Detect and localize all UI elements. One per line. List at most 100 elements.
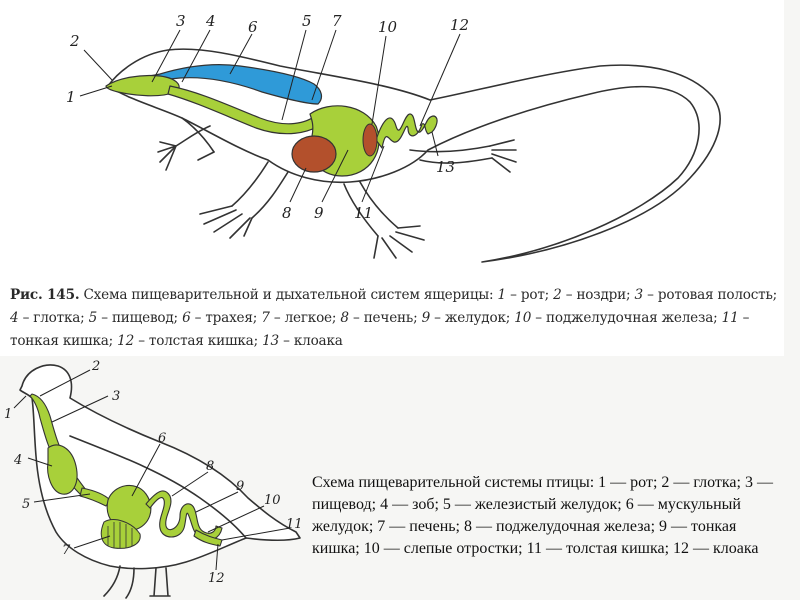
- bird-label-12: 12: [208, 571, 225, 586]
- lizard-diagram: 1 2 3 4 6 5 7 10 12 13 8 9 11: [66, 12, 721, 263]
- lizard-leader-4: [181, 29, 211, 83]
- bird-crop: [47, 444, 78, 495]
- lizard-caption-item-text: – толстая кишка;: [134, 333, 263, 349]
- lizard-caption-fig-number: Рис. 145.: [10, 287, 80, 303]
- lizard-trachea: [111, 64, 323, 105]
- lizard-leader-12: [419, 33, 461, 127]
- bird-leg-right: [149, 567, 171, 597]
- lizard-front-leg: [175, 117, 215, 153]
- lizard-hind-leg-2: [343, 181, 399, 237]
- bird-leader-7: [73, 535, 111, 549]
- lizard-small-intestine: [375, 113, 438, 149]
- lizard-caption-item-num: 5: [88, 310, 98, 326]
- lizard-leader-10: [371, 35, 387, 125]
- bird-leader-11: [221, 527, 291, 541]
- lizard-caption-item-num: 10: [514, 310, 532, 326]
- lizard-caption-item-text: – тонкая кишка;: [10, 310, 750, 349]
- lizard-caption-item-text: – глотка;: [18, 310, 89, 326]
- lizard-hind-leg: [409, 145, 493, 164]
- bird-label-2: 2: [91, 359, 100, 374]
- lizard-caption-item-num: 9: [421, 310, 431, 326]
- lizard-caption-title: Схема пищеварительной и дыхательной сист…: [79, 287, 498, 303]
- bird-leader-12: [215, 543, 219, 571]
- bird-leader-8: [171, 471, 209, 497]
- bird-label-5: 5: [22, 497, 30, 512]
- lizard-caption-item-text: – желудок;: [430, 310, 515, 326]
- lizard-body-outline: [107, 48, 721, 263]
- lizard-label-3: 3: [176, 12, 186, 30]
- bird-label-11: 11: [286, 517, 303, 532]
- bird-label-6: 6: [158, 431, 166, 446]
- bird-label-8: 8: [206, 459, 214, 474]
- bird-figure-caption: Схема пищеварительной системы птицы: 1 —…: [312, 474, 773, 557]
- bird-label-7: 7: [62, 543, 71, 558]
- lizard-front-toes-2: [199, 205, 253, 239]
- lizard-caption-item-text: – рот;: [506, 287, 554, 303]
- lizard-liver: [291, 135, 337, 173]
- lizard-caption-item-text: – ноздри;: [561, 287, 635, 303]
- lizard-label-8: 8: [282, 204, 292, 222]
- lizard-caption-item-num: 1: [497, 287, 507, 303]
- bird-label-1: 1: [4, 407, 12, 422]
- lizard-leader-3: [151, 29, 181, 83]
- lizard-caption-item-num: 11: [721, 310, 739, 326]
- lizard-caption-item-num: 12: [117, 333, 135, 349]
- bird-liver: [100, 519, 141, 549]
- lizard-caption-item-text: – легкое;: [269, 310, 341, 326]
- bird-leader-10: [207, 505, 265, 533]
- lizard-caption-item-text: – ротовая полость;: [643, 287, 778, 303]
- lizard-leader-13: [431, 131, 439, 157]
- lizard-label-12: 12: [450, 16, 469, 34]
- lizard-label-4: 4: [205, 12, 216, 30]
- bird-leader-2: [39, 369, 91, 397]
- bird-leader-5: [33, 493, 91, 503]
- lizard-leader-11: [361, 145, 385, 203]
- lizard-caption-item-text: – печень;: [348, 310, 422, 326]
- lizard-label-1: 1: [66, 88, 76, 106]
- bird-leader-9: [195, 491, 239, 513]
- lizard-label-9: 9: [314, 204, 324, 222]
- lizard-caption-item-num: 8: [340, 310, 349, 326]
- lizard-caption-item-text: – клоака: [279, 333, 343, 349]
- lizard-caption-item-num: 6: [182, 310, 191, 326]
- lizard-leader-6: [229, 33, 253, 75]
- bird-diagram: 1 2 3 4 5 6 7 8 9 10 11 12: [4, 359, 303, 599]
- lizard-caption-item-num: 3: [634, 287, 644, 303]
- lizard-label-6: 6: [248, 18, 258, 36]
- lizard-leader-7: [311, 29, 337, 101]
- lizard-caption-item-text: – поджелудочная железа;: [531, 310, 722, 326]
- lizard-leader-2: [83, 49, 113, 81]
- lizard-front-toes: [157, 141, 215, 171]
- lizard-caption-item-text: – трахея;: [190, 310, 262, 326]
- lizard-label-5: 5: [302, 12, 312, 30]
- bird-leader-4: [27, 457, 53, 467]
- lizard-label-10: 10: [378, 18, 398, 36]
- bird-wing-line: [69, 435, 247, 539]
- lizard-leader-5: [281, 29, 307, 121]
- lizard-label-2: 2: [69, 32, 80, 50]
- lizard-leader-1: [79, 85, 113, 97]
- lizard-figure-panel: 1 2 3 4 6 5 7 10 12 13 8 9 11 Рис. 145. …: [0, 0, 784, 356]
- lizard-hind-toes-2: [373, 225, 425, 259]
- bird-proventriculus: [79, 487, 111, 507]
- lizard-label-11: 11: [354, 204, 373, 222]
- lizard-caption-item-num: 2: [553, 287, 562, 303]
- lizard-caption-item-num: 7: [261, 310, 270, 326]
- bird-leader-3: [51, 395, 109, 423]
- lizard-hind-toes: [489, 139, 517, 173]
- bird-leg-left: [103, 565, 135, 599]
- lizard-figure-caption: Рис. 145. Схема пищеварительной и дыхате…: [10, 284, 780, 353]
- lizard-leader-9: [321, 149, 349, 203]
- bird-label-10: 10: [264, 493, 281, 508]
- bird-label-3: 3: [112, 389, 120, 404]
- lizard-pancreas: [362, 123, 378, 157]
- bird-leader-6: [131, 443, 161, 497]
- lizard-caption-item-num: 13: [262, 333, 279, 349]
- lizard-label-7: 7: [332, 12, 342, 30]
- bird-large-intestine: [193, 529, 223, 547]
- bird-small-intestine: [145, 490, 223, 541]
- bird-label-4: 4: [13, 453, 22, 468]
- lizard-caption-item-text: – пищевод;: [97, 310, 183, 326]
- lizard-front-leg-2: [231, 161, 289, 219]
- bird-label-9: 9: [236, 479, 244, 494]
